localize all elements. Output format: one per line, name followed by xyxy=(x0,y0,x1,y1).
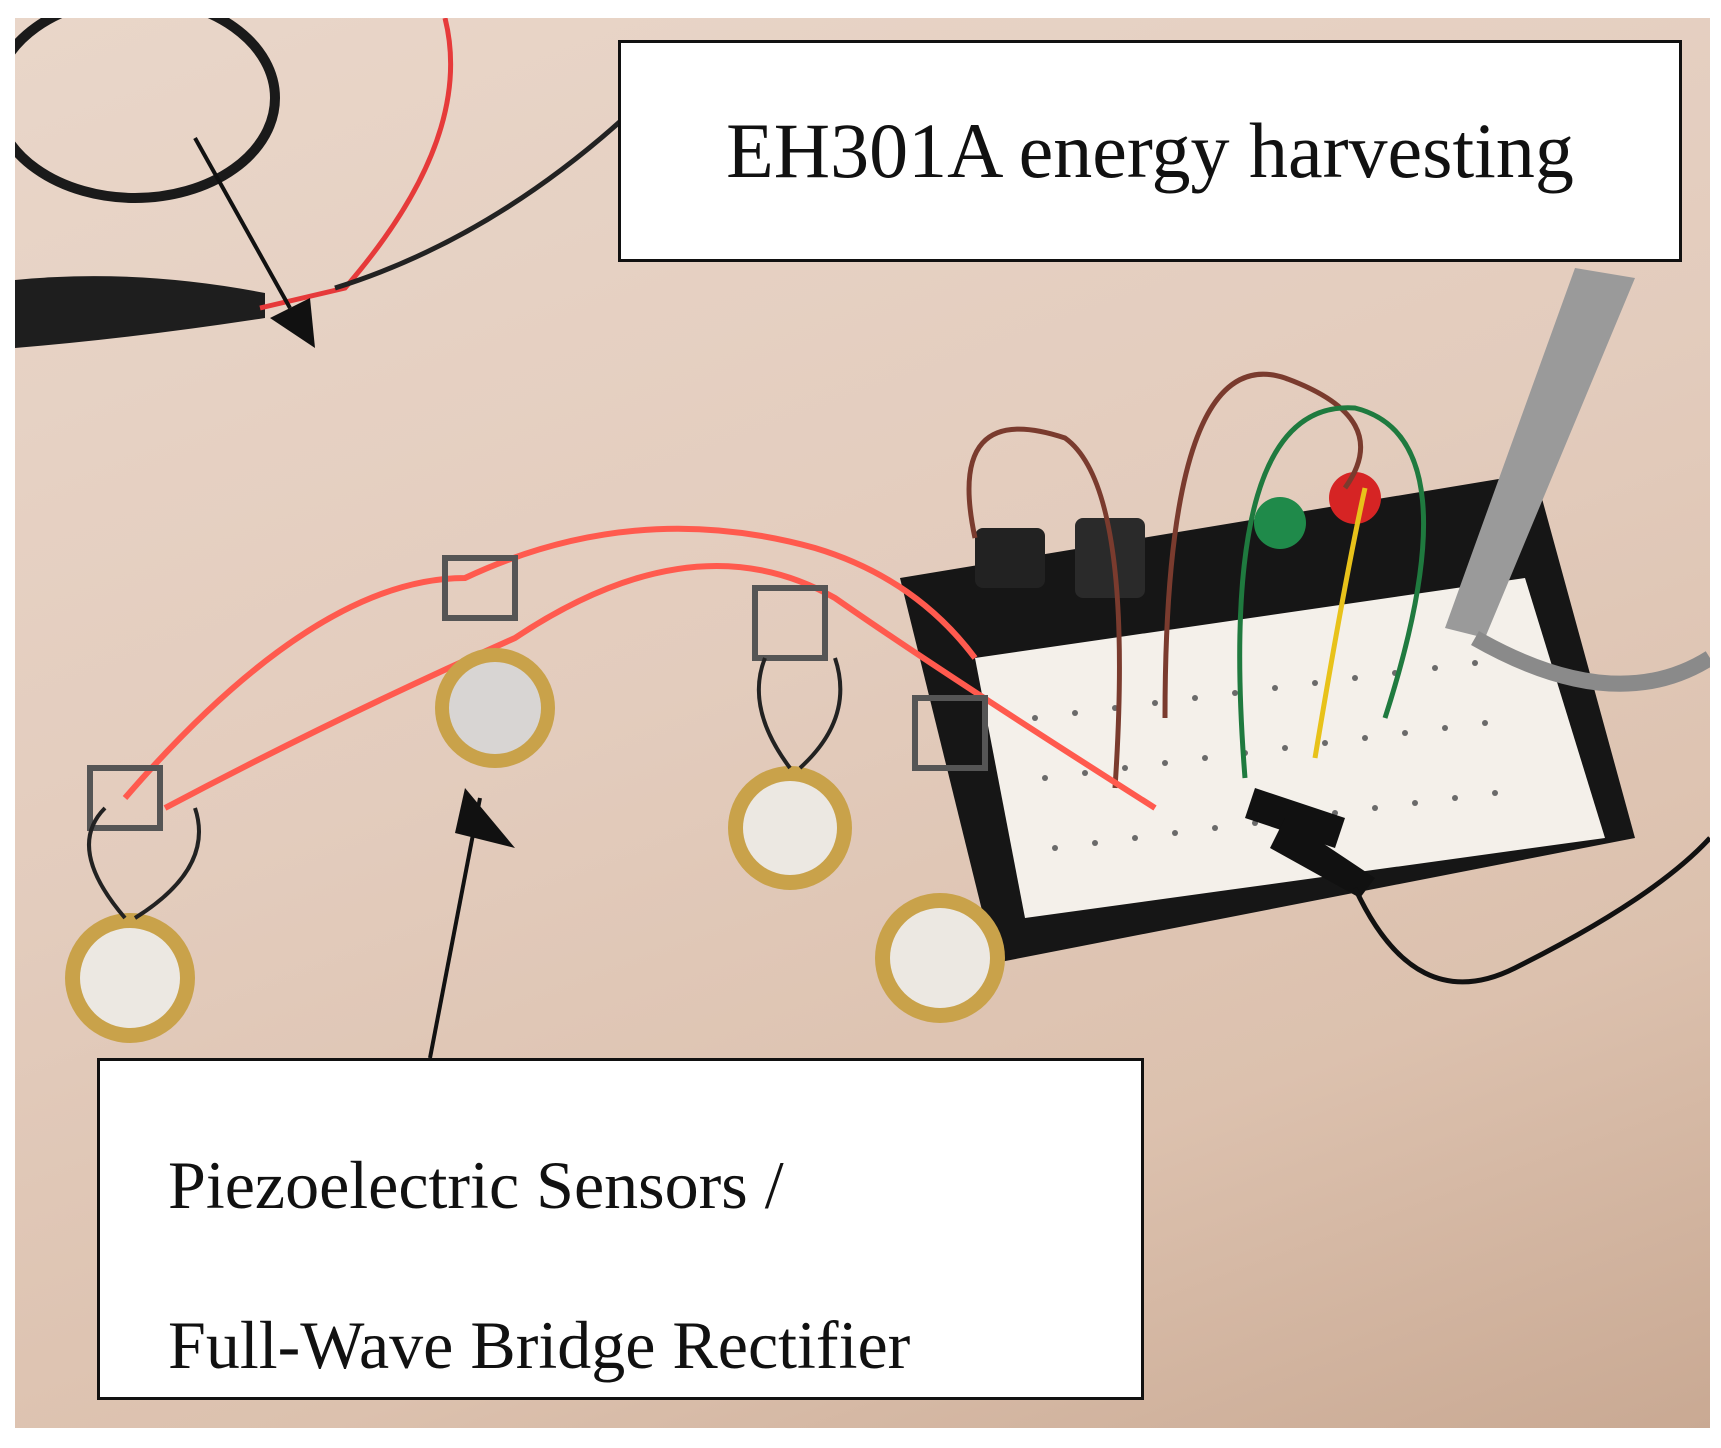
breadboard xyxy=(975,578,1605,918)
capacitor-right xyxy=(1075,518,1145,598)
brown-jumper-2 xyxy=(1162,371,1364,719)
bridge-rectifier-2 xyxy=(442,555,518,621)
breadboard-holes xyxy=(1032,660,1498,851)
piezo-label-line1: Piezoelectric Sensors / xyxy=(168,1147,784,1223)
piezo-disc-1 xyxy=(65,913,195,1043)
yellow-jumper xyxy=(1312,487,1368,759)
oscilloscope-probe xyxy=(1445,268,1635,638)
piezo-disc-2 xyxy=(435,648,555,768)
black-probe-wire xyxy=(1352,836,1710,985)
piezo-disc-4 xyxy=(875,893,1005,1023)
brown-jumper-1 xyxy=(966,426,1122,789)
bridge-rectifier-4 xyxy=(912,695,988,771)
bridge-rectifier-3 xyxy=(752,585,828,661)
arrow-head-top xyxy=(270,298,315,348)
arrow-head-bottom xyxy=(455,788,515,848)
binding-post-green xyxy=(1254,497,1306,549)
alligator-clip-2 xyxy=(1270,818,1375,898)
circuit-scene xyxy=(15,18,1710,1059)
arrow-line-top xyxy=(193,137,292,309)
black-cable-coil xyxy=(15,18,280,203)
piezo-label-line2: Full-Wave Bridge Rectifier xyxy=(168,1307,911,1383)
disc-1-leads xyxy=(87,806,201,920)
eh301a-label: EH301A energy harvesting xyxy=(618,40,1682,262)
arrow-line-bottom xyxy=(428,797,482,1059)
piezo-rectifier-label: Piezoelectric Sensors / Full-Wave Bridge… xyxy=(97,1058,1144,1400)
capacitor-left xyxy=(975,528,1045,588)
binding-post-red xyxy=(1329,472,1381,524)
red-wire-chain-2 xyxy=(163,563,1157,811)
piezo-disc-3 xyxy=(728,766,852,890)
eh301a-label-text: EH301A energy harvesting xyxy=(726,107,1574,194)
black-lead-wire xyxy=(334,106,637,291)
probe-cable xyxy=(1471,631,1710,692)
red-wire-chain-1 xyxy=(122,525,978,800)
red-lead-wire xyxy=(259,18,454,311)
alligator-clip-1 xyxy=(1245,788,1345,848)
disc-3-leads xyxy=(756,657,843,770)
green-jumper xyxy=(1237,405,1426,779)
black-cable-bundle xyxy=(15,276,265,348)
bridge-rectifier-1 xyxy=(87,765,163,831)
